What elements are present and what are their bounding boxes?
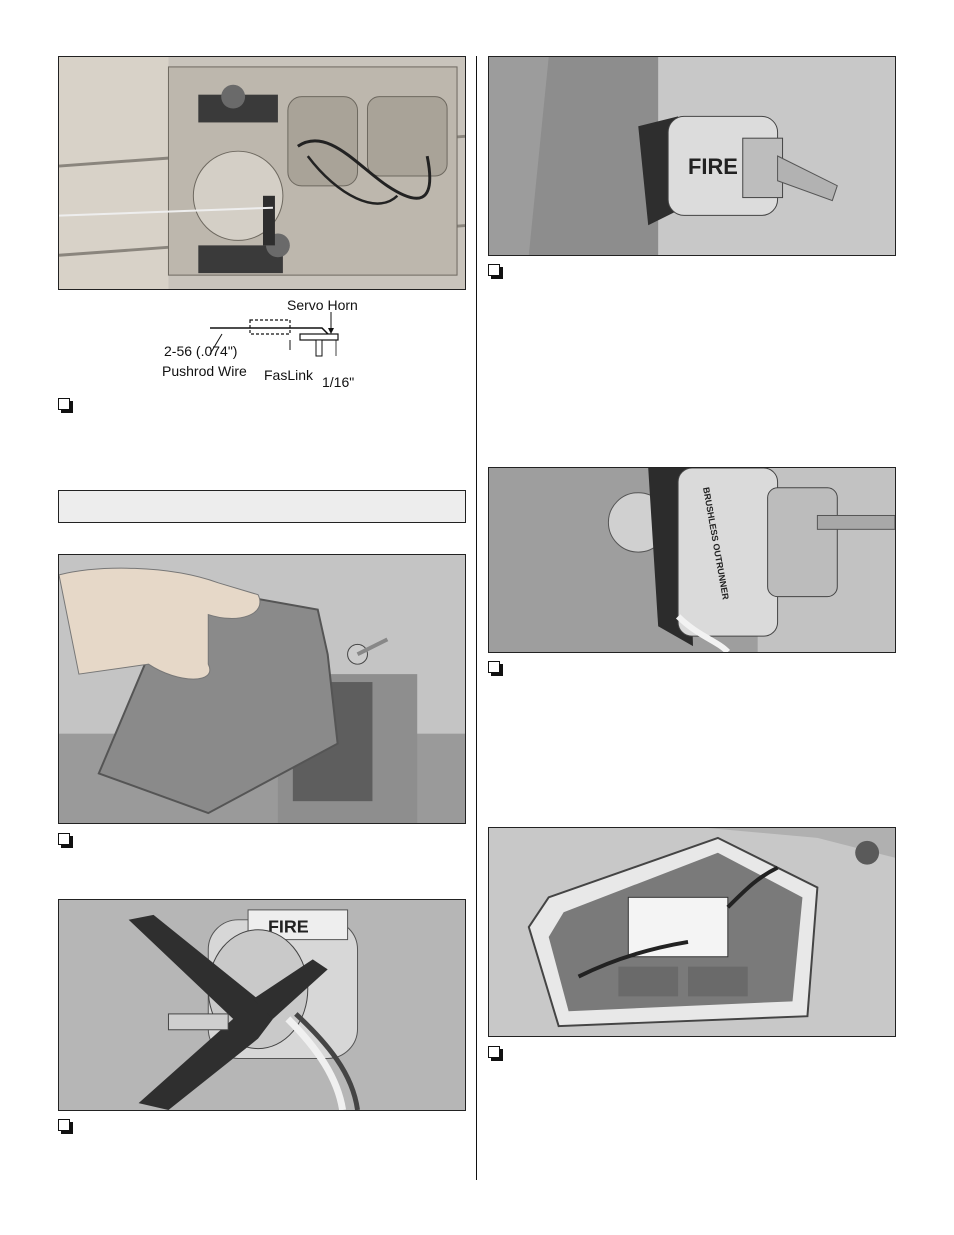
motor-label-brand: FIRE bbox=[688, 154, 738, 179]
photo-motor-mount: FIRE bbox=[58, 899, 466, 1111]
step-checkbox[interactable] bbox=[488, 1046, 503, 1061]
step-checkbox[interactable] bbox=[488, 661, 503, 676]
label-faslink: FasLink bbox=[264, 367, 314, 383]
photo-motor-side-view: BRUSHLESS OUTRUNNER bbox=[488, 467, 896, 653]
photo-motor-on-firewall: FIRE bbox=[488, 56, 896, 256]
step-checkbox[interactable] bbox=[488, 264, 503, 279]
label-gap: 1/16" bbox=[322, 374, 354, 390]
servo-horn-shape bbox=[299, 333, 339, 341]
faslink-shape bbox=[249, 319, 291, 335]
label-pushrod-wire: Pushrod Wire bbox=[162, 363, 247, 379]
step-checkbox[interactable] bbox=[58, 398, 73, 413]
label-servo-horn: Servo Horn bbox=[287, 297, 358, 313]
photo-esc-installation bbox=[488, 827, 896, 1037]
label-pushrod-size: 2-56 (.074") bbox=[164, 343, 237, 359]
step-checkbox[interactable] bbox=[58, 1119, 73, 1134]
pushrod-diagram: Servo Horn 2-56 (.074") Pushrod Wire Fas… bbox=[162, 297, 358, 390]
photo-hatch-removal bbox=[58, 554, 466, 824]
column-divider bbox=[476, 56, 477, 1180]
motor-label-brand: FIRE bbox=[268, 917, 309, 937]
photo-servo-installation bbox=[58, 56, 466, 290]
step-checkbox[interactable] bbox=[58, 833, 73, 848]
section-heading-box bbox=[58, 490, 466, 523]
